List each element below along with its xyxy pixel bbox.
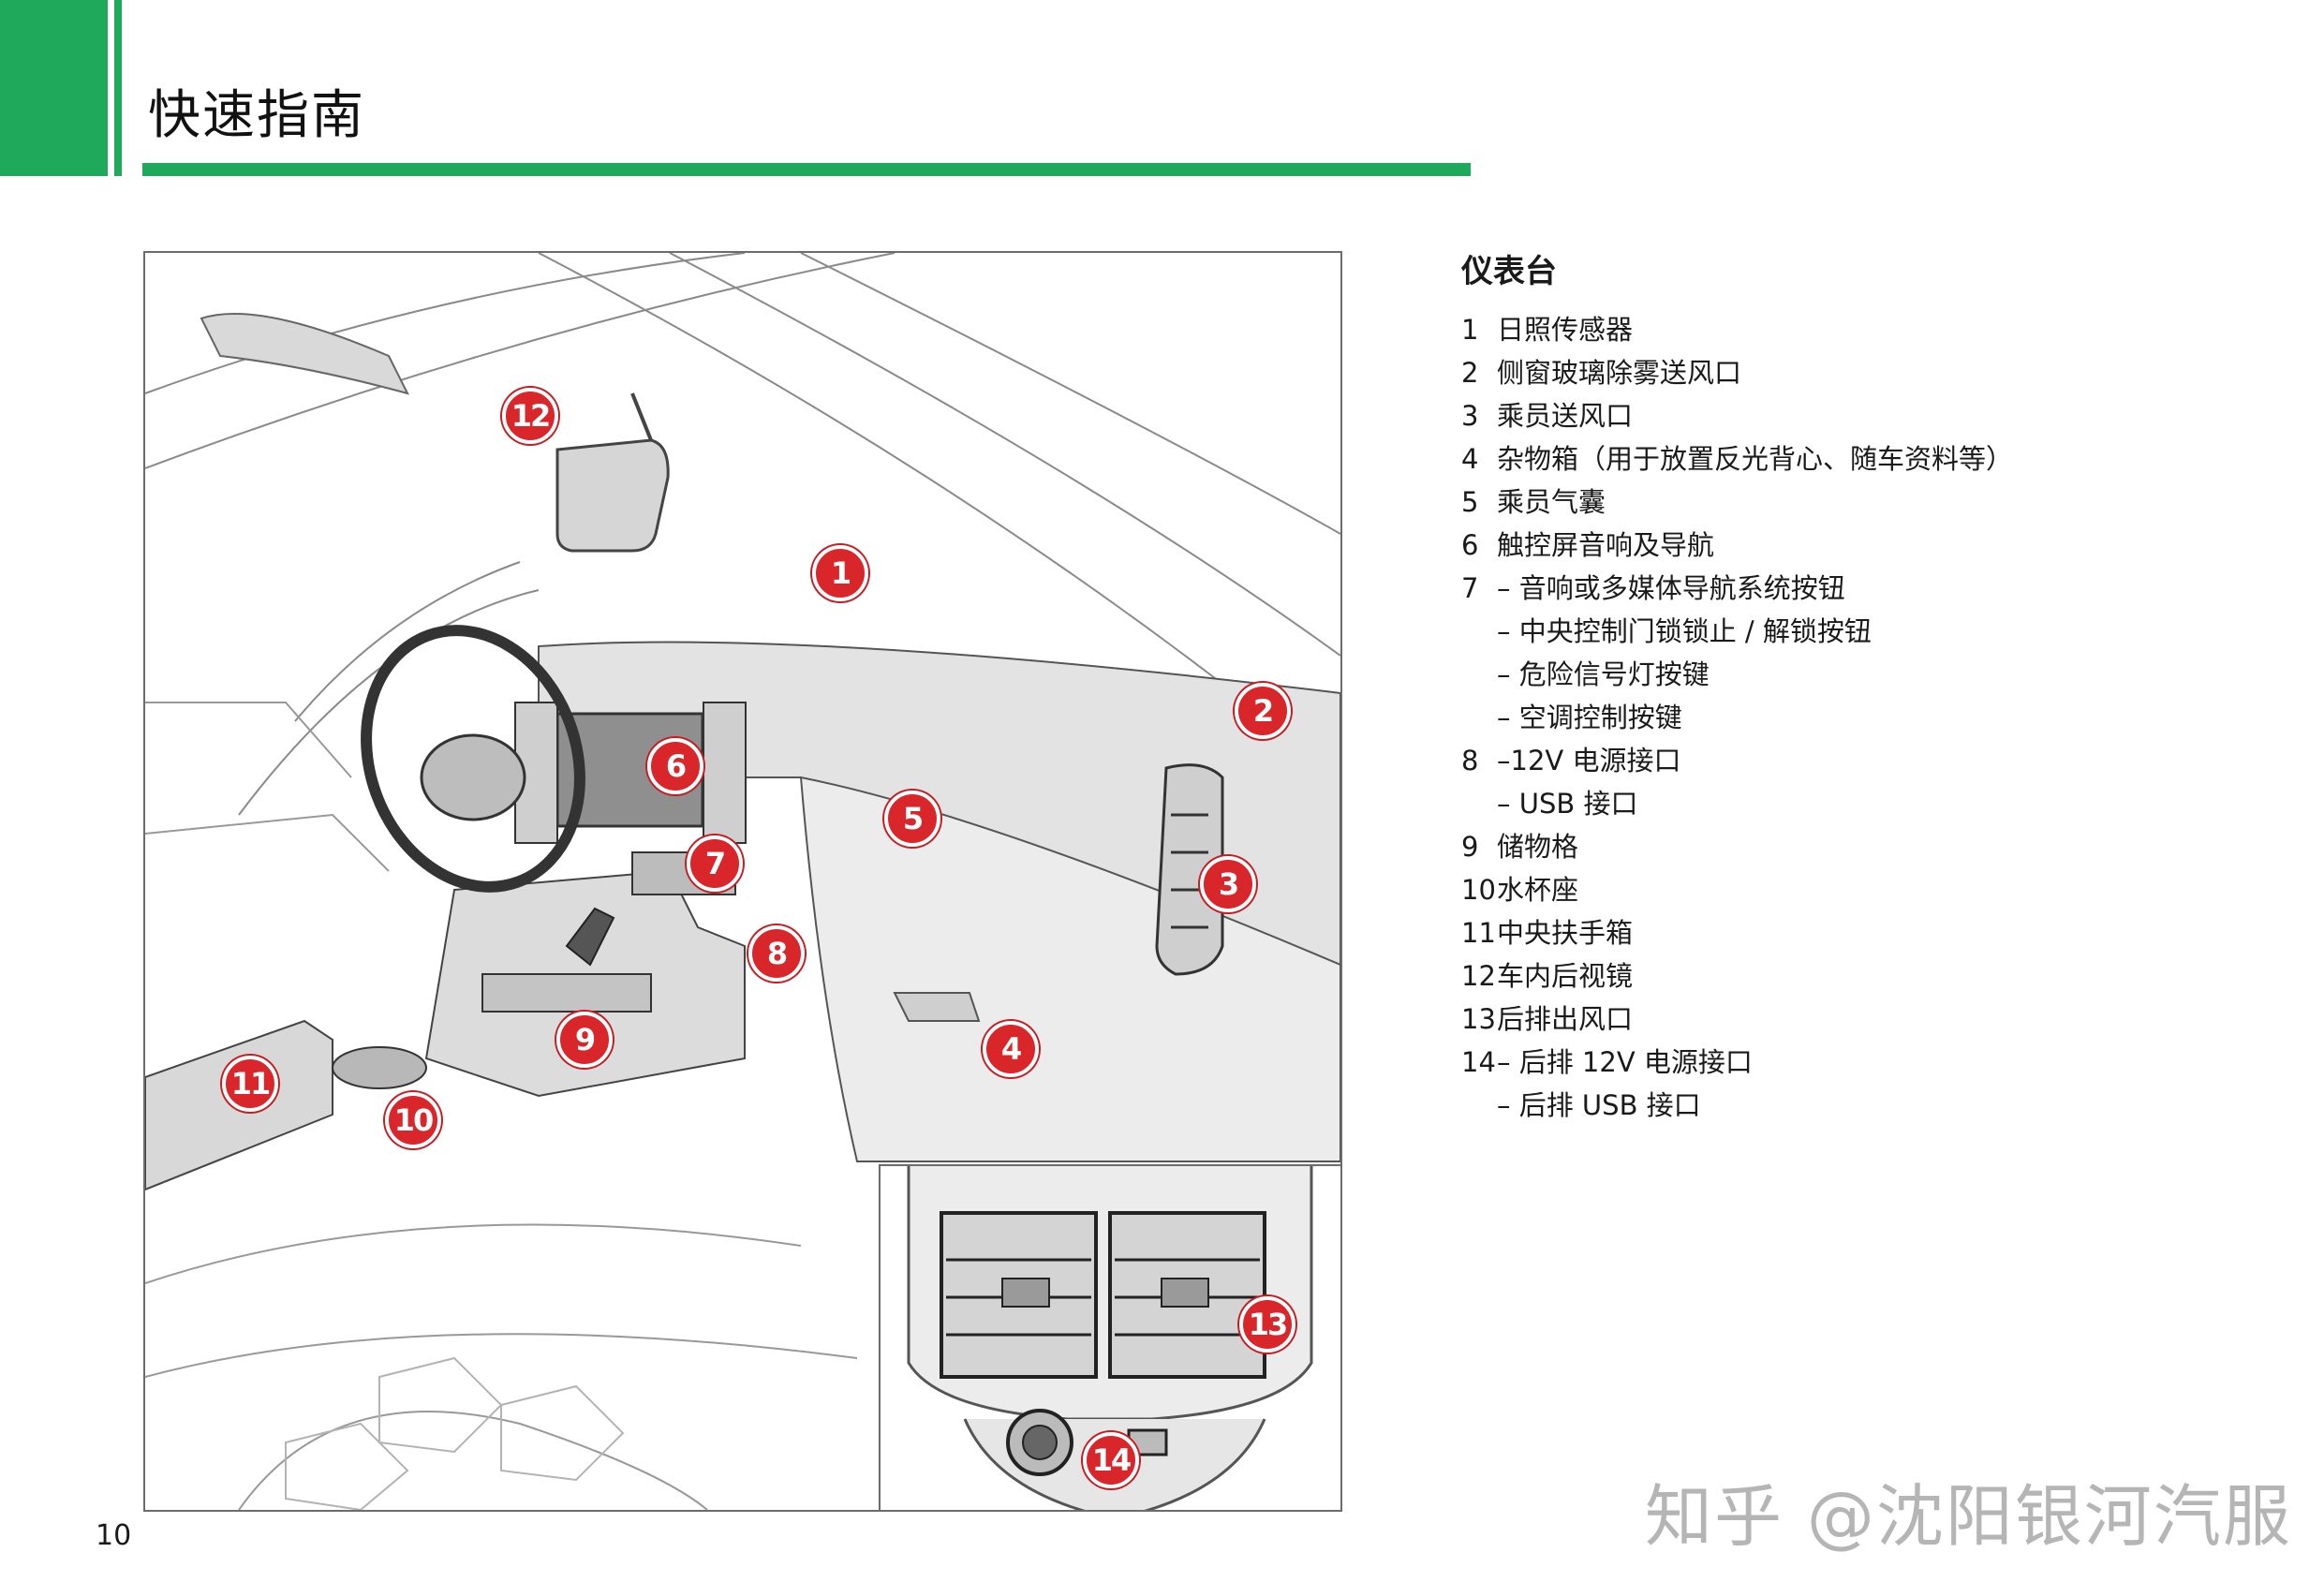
legend-item-number: 4 <box>1461 443 1479 475</box>
legend-item-number: 14 <box>1461 1046 1496 1078</box>
marker-7: 7 <box>687 835 743 892</box>
marker-13: 13 <box>1239 1296 1295 1353</box>
legend-item: 14– 后排 12V 电源接口 <box>1461 1041 2286 1084</box>
legend-item-number: 11 <box>1461 917 1496 949</box>
legend-item-number: 3 <box>1461 400 1479 432</box>
legend-item: 5 乘员气囊 <box>1461 481 2286 524</box>
legend-item: 6 触控屏音响及导航 <box>1461 524 2286 567</box>
legend-item-number <box>1461 696 1497 739</box>
marker-1: 1 <box>812 545 868 601</box>
marker-10: 10 <box>385 1092 441 1148</box>
marker-4: 4 <box>983 1021 1039 1077</box>
marker-8: 8 <box>748 925 805 982</box>
legend-item-text: – 中央控制门锁锁止 / 解锁按钮 <box>1497 615 1872 647</box>
marker-3: 3 <box>1200 856 1256 912</box>
legend-item: 1 日照传感器 <box>1461 308 2286 351</box>
legend-item-text: – 危险信号灯按键 <box>1497 658 1710 690</box>
legend: 仪表台 1 日照传感器 2 侧窗玻璃除雾送风口 3 乘员送风口 4 杂物箱（用于放置反光… <box>1461 245 2286 1127</box>
legend-item: 7 – 音响或多媒体导航系统按钮 <box>1461 567 2286 610</box>
legend-item-number: 8 <box>1461 745 1479 776</box>
legend-item-text: 杂物箱（用于放置反光背心、随车资料等） <box>1497 443 2014 475</box>
legend-item-text: – 后排 USB 接口 <box>1497 1089 1701 1121</box>
legend-item-text: 日照传感器 <box>1497 314 1634 346</box>
legend-item-text: 中央扶手箱 <box>1497 917 1634 949</box>
legend-item-text: 触控屏音响及导航 <box>1497 529 1715 561</box>
legend-item-number <box>1461 653 1497 696</box>
legend-item: 8 –12V 电源接口 <box>1461 739 2286 782</box>
legend-item-text: 乘员送风口 <box>1497 400 1634 432</box>
legend-item: – 后排 USB 接口 <box>1461 1084 2286 1127</box>
watermark: 知乎 @沈阳银河汽服 <box>1645 1477 2292 1556</box>
legend-item-number <box>1461 1084 1497 1127</box>
legend-item-text: 后排出风口 <box>1497 1003 1634 1035</box>
legend-item: – 危险信号灯按键 <box>1461 653 2286 696</box>
marker-5: 5 <box>884 791 940 847</box>
marker-6: 6 <box>647 738 703 794</box>
legend-item-number: 12 <box>1461 960 1496 992</box>
legend-item-text: 乘员气囊 <box>1497 486 1606 518</box>
legend-item-number: 13 <box>1461 1003 1496 1035</box>
legend-item-text: – 空调控制按键 <box>1497 702 1682 733</box>
title-underline <box>142 163 1471 176</box>
legend-item-number: 5 <box>1461 486 1479 518</box>
legend-item: – 中央控制门锁锁止 / 解锁按钮 <box>1461 610 2286 653</box>
marker-11: 11 <box>222 1056 278 1112</box>
header-accent-stripe <box>114 0 122 176</box>
legend-item: 9 储物格 <box>1461 825 2286 868</box>
legend-item: 2 侧窗玻璃除雾送风口 <box>1461 351 2286 394</box>
dashboard-illustration: 12 1 2 6 5 7 3 8 9 4 11 10 13 14 <box>143 251 1342 1512</box>
page-title: 快速指南 <box>148 85 365 146</box>
legend-item-number <box>1461 782 1497 825</box>
legend-item-text: – 音响或多媒体导航系统按钮 <box>1497 572 1845 604</box>
legend-item-number: 7 <box>1461 572 1479 604</box>
marker-12: 12 <box>502 388 558 444</box>
legend-item: 4 杂物箱（用于放置反光背心、随车资料等） <box>1461 437 2286 481</box>
marker-14: 14 <box>1083 1432 1139 1488</box>
legend-item-number: 9 <box>1461 831 1479 863</box>
header-accent-bar <box>0 0 108 176</box>
legend-item-text: – USB 接口 <box>1497 788 1638 820</box>
legend-item-number: 1 <box>1461 314 1479 346</box>
legend-item-text: – 后排 12V 电源接口 <box>1497 1046 1753 1078</box>
legend-item-number: 10 <box>1461 874 1496 906</box>
legend-item: – USB 接口 <box>1461 782 2286 825</box>
legend-item-text: 车内后视镜 <box>1497 960 1634 992</box>
legend-item: – 空调控制按键 <box>1461 696 2286 739</box>
legend-item-text: –12V 电源接口 <box>1497 745 1681 776</box>
marker-9: 9 <box>556 1012 613 1068</box>
legend-title: 仪表台 <box>1461 253 1557 290</box>
legend-item-text: 储物格 <box>1497 831 1579 863</box>
legend-item-number <box>1461 610 1497 653</box>
page-number: 10 <box>96 1519 132 1552</box>
legend-item-text: 侧窗玻璃除雾送风口 <box>1497 357 1742 389</box>
legend-item-number: 2 <box>1461 357 1479 389</box>
legend-item-text: 水杯座 <box>1497 874 1579 906</box>
legend-item-number: 6 <box>1461 529 1479 561</box>
legend-item: 3 乘员送风口 <box>1461 394 2286 437</box>
marker-2: 2 <box>1235 683 1291 739</box>
